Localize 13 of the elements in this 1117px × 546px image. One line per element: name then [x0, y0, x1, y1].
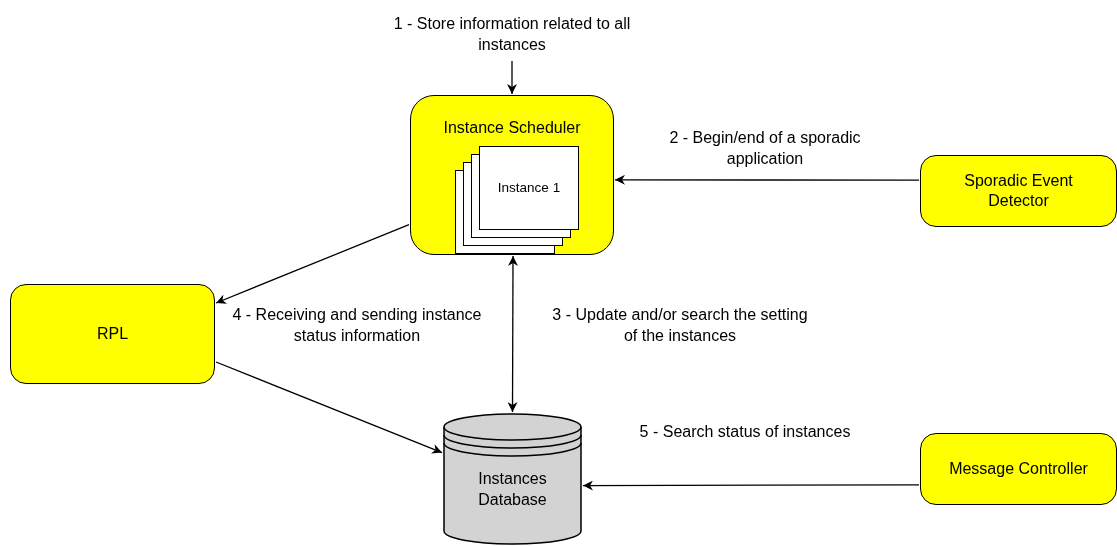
process-box: Sporadic Event Detector [920, 155, 1117, 227]
process-box: RPL [10, 284, 215, 384]
database-label: Instances Database [477, 469, 548, 510]
arrow [215, 361, 443, 454]
arrow [215, 223, 410, 304]
arrow [507, 60, 517, 95]
arrow [582, 480, 920, 491]
process-box: Message Controller [920, 433, 1117, 505]
instance-card: Instance 1 [479, 146, 579, 230]
arrow [614, 174, 920, 185]
note-text: 1 - Store information related to all instances [392, 14, 632, 55]
arrow [507, 255, 518, 413]
container-title: Instance Scheduler [443, 118, 581, 138]
